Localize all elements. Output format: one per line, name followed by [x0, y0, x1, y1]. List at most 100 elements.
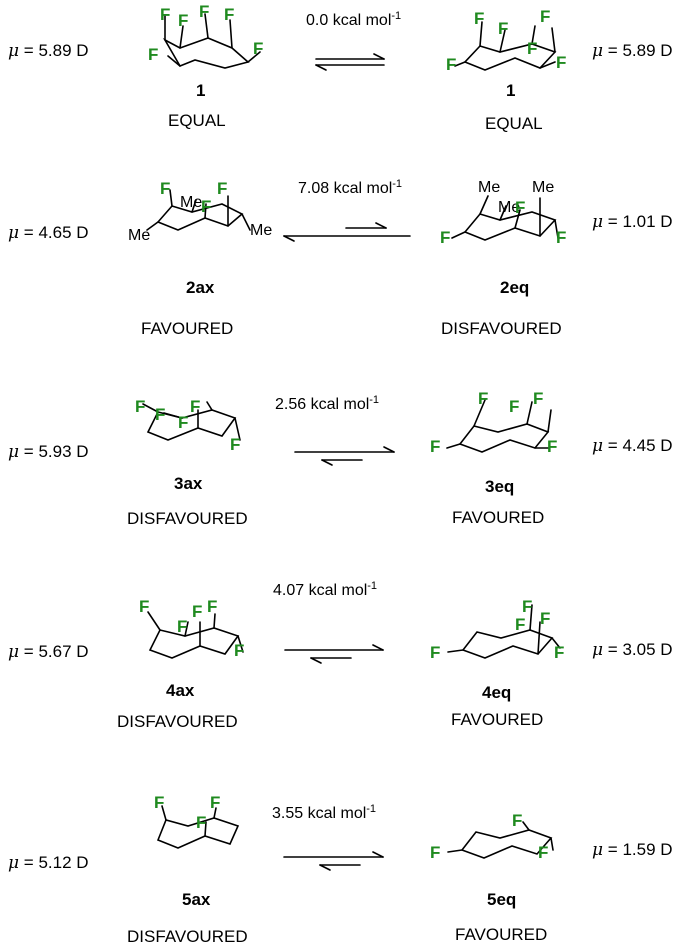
compound-label-4ax: 4ax [166, 681, 195, 700]
svg-text:F: F [178, 413, 188, 432]
energy-4: 4.07 kcal mol-1 [273, 580, 378, 599]
compound-label-4eq: 4eq [482, 683, 512, 702]
compound-label-2eq: 2eq [500, 278, 530, 297]
molecule-4ax: F F F F F [139, 597, 244, 660]
svg-text:F: F [207, 597, 217, 616]
molecule-1-right: F F F F F F [446, 7, 566, 74]
molecule-1-left: F F F F F F [148, 2, 263, 69]
svg-text:F: F [533, 389, 543, 408]
svg-text:F: F [540, 609, 550, 628]
svg-text:Me: Me [250, 222, 272, 239]
svg-text:Me: Me [180, 194, 202, 211]
svg-text:F: F [224, 5, 234, 24]
energy-5: 3.55 kcal mol-1 [272, 803, 377, 822]
svg-text:F: F [498, 19, 508, 38]
verdict-4eq: FAVOURED [451, 710, 544, 729]
molecule-5ax: F F F [154, 793, 240, 849]
dipole-left-3: μ = 5.93 D [8, 442, 89, 462]
equilibrium-arrow-1 [315, 53, 385, 71]
svg-text:F: F [178, 11, 188, 30]
verdict-2ax: FAVOURED [141, 319, 234, 338]
energy-3: 2.56 kcal mol-1 [275, 394, 380, 413]
verdict-1-right: EQUAL [485, 114, 543, 133]
molecule-2eq: Me Me Me F F F [440, 179, 566, 247]
equilibrium-arrow-2 [283, 222, 411, 242]
svg-text:F: F [155, 405, 165, 424]
dipole-left-4: μ = 5.67 D [8, 642, 89, 662]
svg-text:F: F [190, 397, 200, 416]
svg-text:F: F [509, 397, 519, 416]
svg-text:F: F [154, 793, 164, 812]
svg-text:F: F [522, 597, 532, 616]
svg-text:F: F [160, 179, 170, 198]
verdict-3eq: FAVOURED [452, 508, 545, 527]
svg-text:Me: Me [478, 179, 500, 196]
svg-text:F: F [177, 617, 187, 636]
molecule-3eq: F F F F F [430, 389, 557, 456]
svg-text:F: F [515, 198, 525, 217]
dipole-right-3: μ = 4.45 D [592, 436, 673, 456]
svg-text:F: F [440, 228, 450, 247]
compound-label-1-right: 1 [506, 81, 516, 100]
compound-label-3eq: 3eq [485, 477, 515, 496]
compound-label-1-left: 1 [196, 81, 206, 100]
svg-text:F: F [515, 615, 525, 634]
svg-text:F: F [538, 843, 548, 862]
svg-text:F: F [217, 179, 227, 198]
molecule-3ax: F F F F F [135, 397, 241, 454]
svg-text:F: F [192, 602, 202, 621]
dipole-right-4: μ = 3.05 D [592, 640, 673, 660]
molecule-2ax: F Me F F Me Me [128, 179, 272, 244]
energy-2: 7.08 kcal mol-1 [298, 178, 403, 197]
dipole-right-1: μ = 5.89 D [592, 41, 673, 61]
dipole-right-5: μ = 1.59 D [592, 840, 673, 860]
svg-text:F: F [430, 437, 440, 456]
svg-text:F: F [210, 793, 220, 812]
dipole-left-5: μ = 5.12 D [8, 853, 89, 873]
svg-text:F: F [148, 45, 158, 64]
verdict-2eq: DISFAVOURED [441, 319, 562, 338]
svg-text:F: F [196, 813, 206, 832]
svg-text:F: F [527, 39, 537, 58]
svg-text:F: F [230, 435, 240, 454]
svg-text:F: F [201, 197, 211, 216]
energy-1: 0.0 kcal mol-1 [306, 10, 402, 29]
verdict-3ax: DISFAVOURED [127, 509, 248, 528]
verdict-4ax: DISFAVOURED [117, 712, 238, 731]
verdict-5ax: DISFAVOURED [127, 927, 248, 946]
equilibrium-arrow-5 [283, 851, 384, 871]
svg-text:F: F [139, 597, 149, 616]
svg-text:F: F [253, 39, 263, 58]
svg-text:F: F [446, 55, 456, 74]
svg-text:F: F [474, 9, 484, 28]
svg-text:F: F [135, 397, 145, 416]
svg-text:Me: Me [498, 199, 520, 216]
compound-label-5eq: 5eq [487, 890, 517, 909]
svg-text:F: F [547, 437, 557, 456]
dipole-left-2: μ = 4.65 D [8, 223, 89, 243]
svg-text:Me: Me [128, 227, 150, 244]
svg-text:F: F [556, 228, 566, 247]
svg-text:F: F [430, 843, 440, 862]
svg-text:F: F [234, 641, 244, 660]
svg-text:F: F [199, 2, 209, 21]
compound-label-5ax: 5ax [182, 890, 211, 909]
svg-text:Me: Me [532, 179, 554, 196]
svg-text:F: F [556, 53, 566, 72]
verdict-5eq: FAVOURED [455, 925, 548, 944]
equilibrium-arrow-3 [294, 446, 395, 466]
svg-text:F: F [160, 5, 170, 24]
svg-text:F: F [430, 643, 440, 662]
dipole-right-2: μ = 1.01 D [592, 212, 673, 232]
molecule-4eq: F F F F F [430, 597, 564, 662]
svg-text:F: F [554, 643, 564, 662]
dipole-left-1: μ = 5.89 D [8, 41, 89, 61]
svg-text:F: F [540, 7, 550, 26]
verdict-1-left: EQUAL [168, 111, 226, 130]
compound-label-3ax: 3ax [174, 474, 203, 493]
svg-text:F: F [478, 389, 488, 408]
svg-text:F: F [512, 811, 522, 830]
equilibrium-arrow-4 [284, 644, 384, 664]
